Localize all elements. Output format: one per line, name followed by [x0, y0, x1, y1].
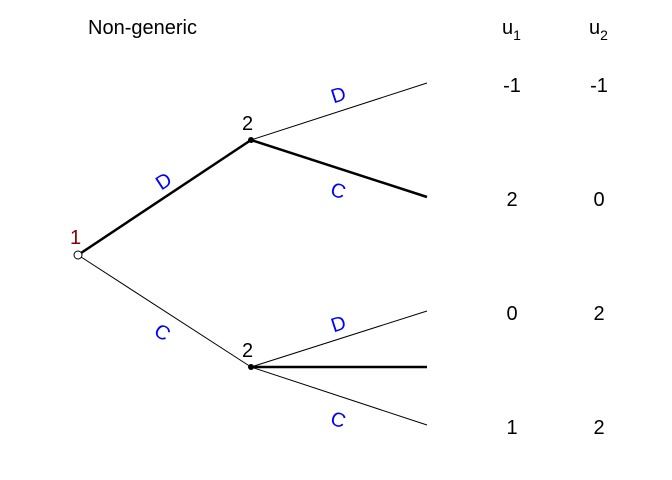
root-player-label: 1	[70, 227, 81, 249]
edge-lower-to-third	[250, 310, 428, 368]
payoff-header-u2: u2	[589, 17, 608, 43]
payoff-u2-row-4: 2	[593, 417, 604, 439]
payoff-u1-row-2: 2	[506, 189, 517, 211]
payoff-u2-row-3: 2	[593, 303, 604, 325]
payoff-u1-row-1: -1	[503, 75, 521, 97]
root-node	[73, 250, 83, 260]
edge-root-to-upper	[77, 138, 252, 257]
figure-title: Non-generic	[88, 17, 197, 39]
action-label-lower-third: D	[328, 312, 349, 337]
edge-upper-to-top	[250, 82, 428, 141]
payoff-u1-row-3: 0	[506, 303, 517, 325]
upper-decision-node	[248, 137, 254, 143]
edge-root-to-lower	[77, 254, 252, 368]
lower-decision-node	[248, 364, 254, 370]
lower-player-label: 2	[242, 340, 253, 362]
action-label-upper-second: C	[328, 179, 349, 204]
payoff-header-u1: u1	[502, 17, 521, 43]
upper-player-label: 2	[242, 113, 253, 135]
edge-lower-to-bottom	[250, 366, 428, 426]
payoff-u2-row-1: -1	[590, 75, 608, 97]
payoff-u2-row-2: 0	[593, 189, 604, 211]
payoff-u1-row-4: 1	[506, 417, 517, 439]
action-label-root-lower: C	[150, 320, 174, 346]
action-label-lower-bottom: C	[328, 408, 349, 433]
action-label-upper-top: D	[328, 83, 349, 108]
edge-upper-to-second	[250, 138, 428, 199]
